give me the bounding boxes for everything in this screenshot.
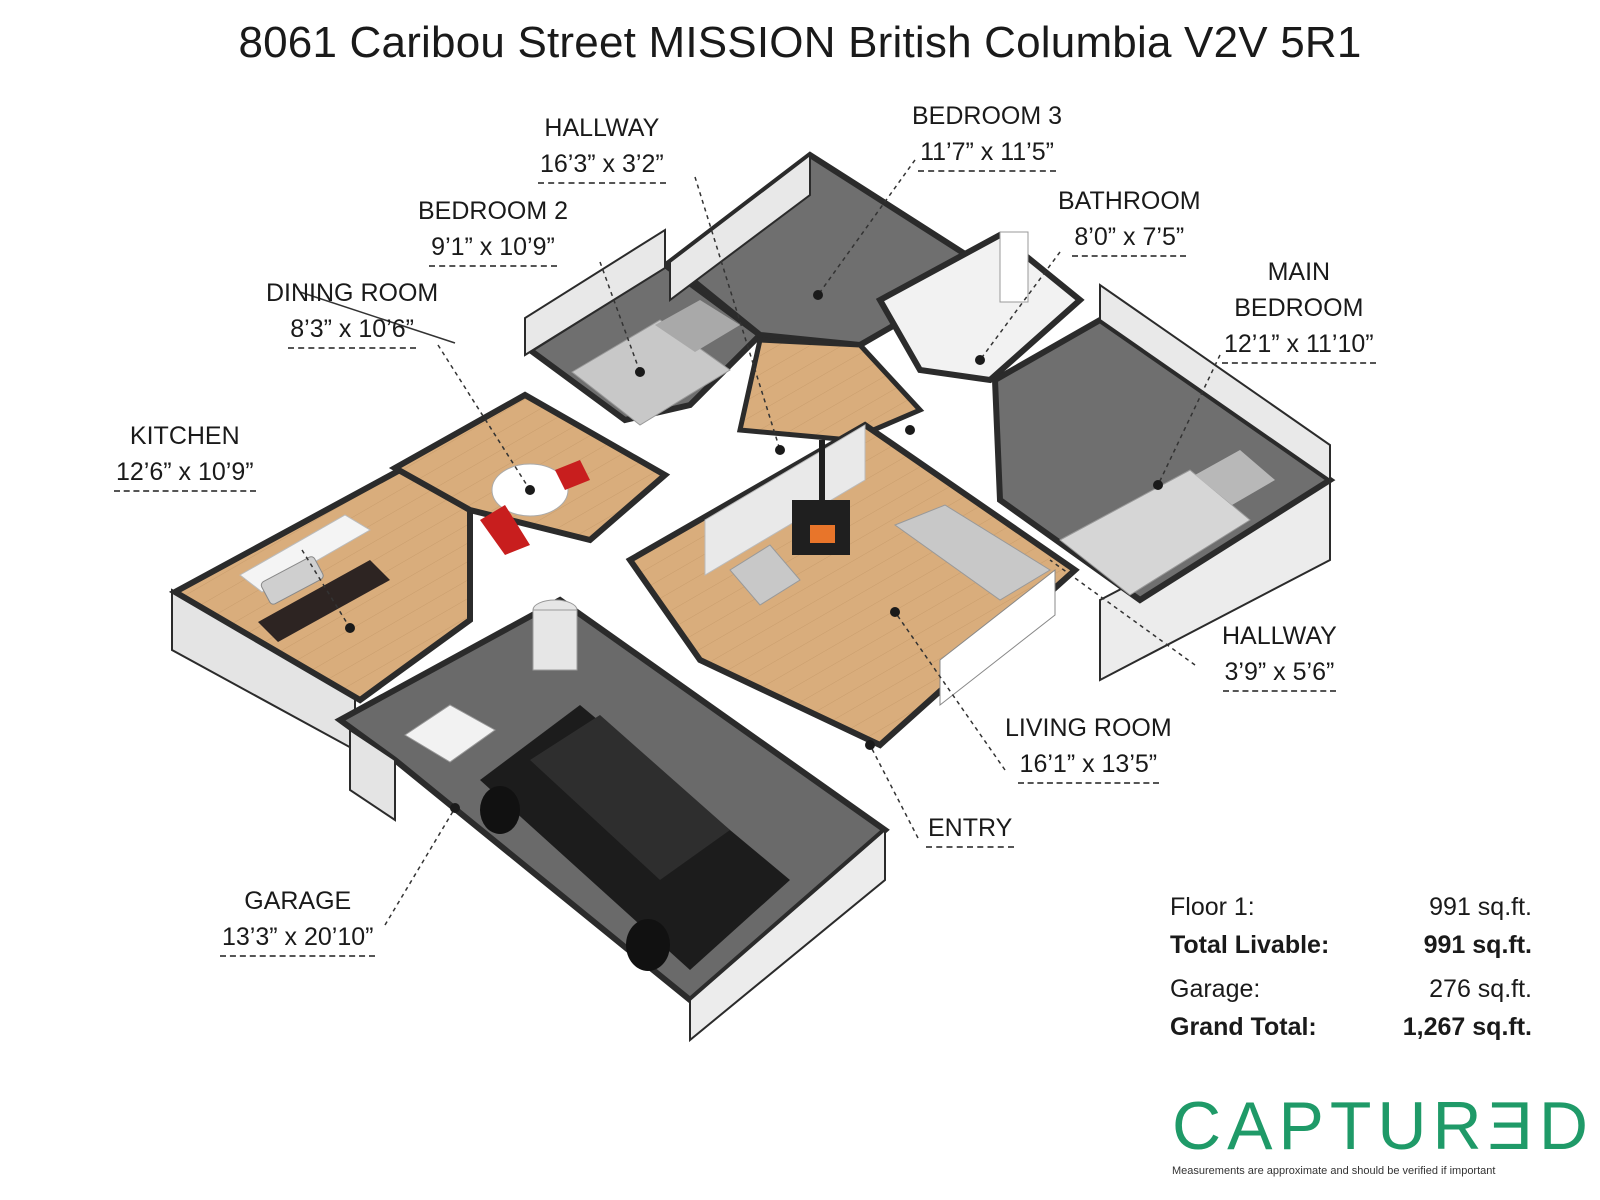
label-bedroom-3: BEDROOM 3 11’7” x 11’5” (912, 98, 1062, 172)
page-title: 8061 Caribou Street MISSION British Colu… (238, 18, 1362, 67)
kitchen-floor (168, 466, 473, 704)
sink (260, 556, 324, 605)
area-summary: Floor 1: 991 sq.ft. Total Livable: 991 s… (1170, 888, 1532, 1046)
main-bedroom-bed (1059, 469, 1251, 596)
label-main-bedroom: MAIN BEDROOM 12’1” x 11’10” (1222, 254, 1376, 364)
grand-total-row: Grand Total: 1,267 sq.ft. (1170, 1013, 1532, 1041)
bedroom-3-wall (669, 152, 811, 302)
garage-wall-left (349, 728, 396, 822)
label-garage: GARAGE 13’3” x 20’10” (220, 883, 376, 957)
label-living-room: LIVING ROOM 16’1” x 13’5” (1005, 710, 1172, 784)
label-kitchen: KITCHEN 12’6” x 10’9” (114, 418, 256, 492)
main-bedroom-wall (1099, 283, 1331, 482)
kitchen-counter (258, 560, 390, 642)
room-markers (345, 290, 1163, 813)
hallway-floor (736, 337, 925, 443)
label-entry: ENTRY (926, 810, 1015, 848)
leader-lines (299, 159, 1221, 926)
disclaimer: Measurements are approximate and should … (1172, 1165, 1496, 1177)
label-hallway-top: HALLWAY 16’3” x 3’2” (538, 110, 666, 184)
label-bedroom-2: BEDROOM 2 9’1” x 10’9” (418, 193, 568, 267)
kitchen-counter-top (239, 514, 371, 593)
floor-1-row: Floor 1: 991 sq.ft. (1170, 893, 1532, 921)
bedroom-2-wall (524, 228, 666, 357)
total-livable-row: Total Livable: 991 sq.ft. (1170, 931, 1532, 959)
bathroom-floor (875, 231, 1085, 384)
garage-steps (404, 704, 496, 763)
label-hallway-right: HALLWAY 3’9” x 5’6” (1222, 618, 1337, 692)
dining-rug (480, 505, 530, 555)
garage-wall-right (689, 827, 886, 1043)
living-room-chair (729, 544, 801, 606)
garage-row: Garage: 276 sq.ft. (1170, 975, 1532, 1003)
label-dining-room: DINING ROOM 8’3” x 10’6” (266, 275, 438, 349)
bathroom-window (999, 231, 1029, 303)
living-room-window (939, 568, 1056, 707)
label-bathroom: BATHROOM 8’0” x 7’5” (1058, 183, 1201, 257)
living-room-sofa (893, 504, 1051, 601)
captured-logo: CAPTURƎD (1172, 1088, 1595, 1164)
